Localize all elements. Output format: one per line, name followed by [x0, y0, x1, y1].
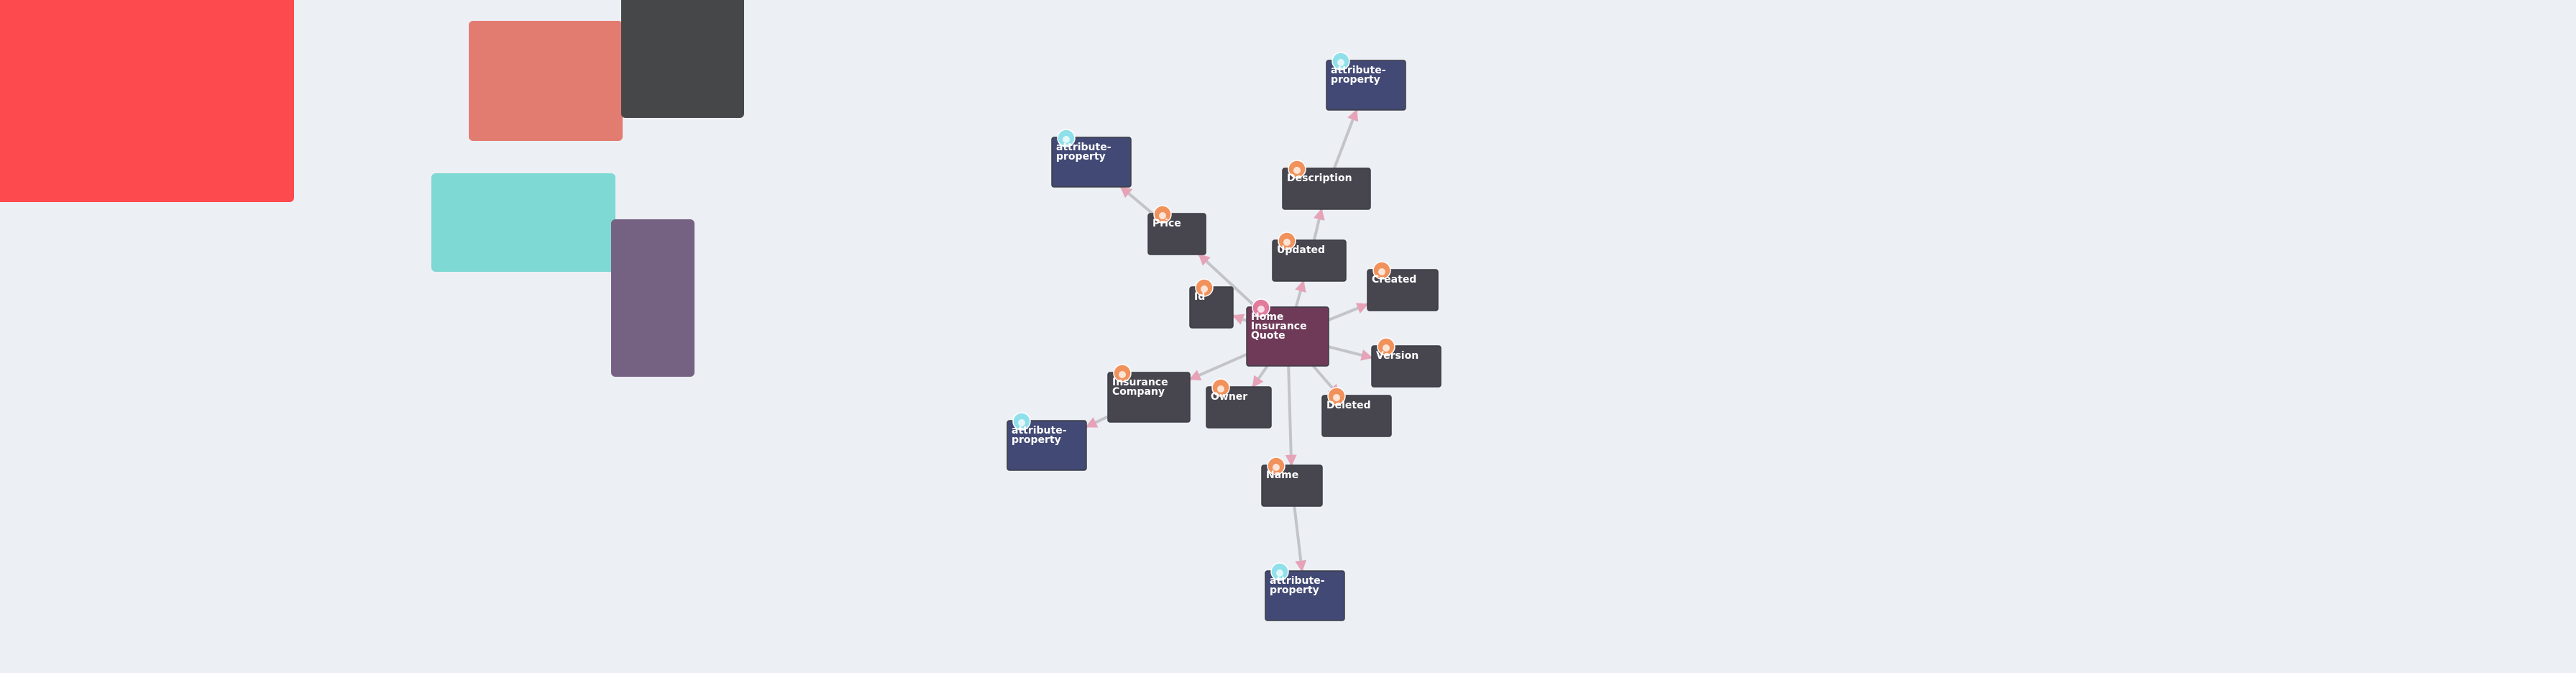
node-label-id: Id — [1194, 291, 1205, 303]
edge-entity-to-name — [1285, 365, 1297, 467]
field-icon — [1211, 378, 1230, 397]
edge-entity-to-insurance-company — [1188, 353, 1247, 381]
node-box-attr-description[interactable] — [1326, 60, 1406, 111]
node-label-updated: Updated — [1277, 244, 1325, 256]
field-icon — [1153, 205, 1172, 224]
edge-name-to-attr-name — [1293, 505, 1307, 572]
node-box-attr-insurance-company[interactable] — [1007, 420, 1087, 471]
node-box-version[interactable] — [1371, 345, 1441, 388]
edge-entity-to-id — [1232, 313, 1247, 325]
attribute-icon — [1270, 562, 1289, 581]
decorative-teal-panel — [431, 173, 615, 272]
node-label-created: Created — [1372, 274, 1416, 285]
node-attr-insurance-company[interactable]: attribute-property — [1007, 412, 1087, 471]
node-version[interactable]: Version — [1371, 337, 1441, 388]
node-updated[interactable]: Updated — [1272, 232, 1347, 282]
attribute-icon — [1012, 412, 1031, 431]
node-attr-description[interactable]: attribute-property — [1326, 52, 1406, 111]
edges-layer — [1085, 109, 1373, 572]
field-icon — [1267, 457, 1285, 475]
node-box-updated[interactable] — [1272, 239, 1347, 282]
node-label-insurance-company: Company — [1112, 386, 1165, 398]
edge-updated-to-description — [1312, 208, 1325, 241]
nodes-layer: HomeInsuranceQuoteIdPriceUpdatedDescript… — [1007, 52, 1441, 621]
attribute-icon — [1331, 52, 1350, 70]
node-label-entity: Quote — [1251, 330, 1285, 342]
decorative-gray-panel — [621, 0, 744, 118]
edge-insurance-company-to-attr-insurance-company — [1085, 415, 1109, 429]
node-box-name[interactable] — [1261, 464, 1323, 507]
edge-entity-to-price — [1198, 253, 1257, 308]
node-price[interactable]: Price — [1147, 205, 1206, 255]
node-box-description[interactable] — [1282, 168, 1371, 210]
edge-description-to-attr-description — [1333, 109, 1359, 169]
node-box-deleted[interactable] — [1321, 395, 1392, 437]
node-label-entity: Insurance — [1251, 321, 1307, 332]
attribute-icon — [1057, 129, 1076, 147]
edge-entity-to-created — [1328, 303, 1369, 321]
node-label-description: Description — [1287, 173, 1352, 184]
node-label-attr-description: attribute- — [1331, 65, 1386, 76]
node-label-attr-insurance-company: property — [1012, 434, 1061, 446]
field-icon — [1288, 160, 1306, 178]
node-attr-price[interactable]: attribute-property — [1051, 129, 1132, 188]
node-label-attr-price: attribute- — [1056, 142, 1111, 153]
node-label-attr-price: property — [1056, 151, 1106, 162]
field-icon — [1113, 364, 1132, 383]
node-label-attr-name: property — [1270, 585, 1319, 596]
decorative-purple-panel — [611, 219, 695, 377]
field-icon — [1377, 337, 1395, 356]
node-label-insurance-company: Insurance — [1112, 377, 1168, 388]
decorative-salmon-panel — [469, 21, 623, 141]
node-box-insurance-company[interactable] — [1107, 372, 1191, 423]
edge-price-to-attr-price — [1119, 186, 1154, 215]
node-label-deleted: Deleted — [1326, 400, 1371, 411]
node-label-entity: Home — [1251, 311, 1283, 323]
decorative-red-panel — [0, 0, 294, 202]
entity-icon — [1252, 298, 1270, 317]
node-box-created[interactable] — [1367, 269, 1439, 311]
node-box-attr-price[interactable] — [1051, 137, 1132, 188]
field-icon — [1372, 261, 1391, 280]
node-box-owner[interactable] — [1206, 386, 1272, 429]
node-label-name: Name — [1266, 470, 1298, 481]
node-box-price[interactable] — [1147, 213, 1206, 255]
node-name[interactable]: Name — [1261, 457, 1323, 507]
node-box-entity[interactable] — [1246, 306, 1329, 367]
node-label-owner: Owner — [1211, 391, 1247, 403]
node-deleted[interactable]: Deleted — [1321, 387, 1392, 437]
node-created[interactable]: Created — [1367, 261, 1439, 311]
field-icon — [1195, 278, 1214, 297]
node-box-attr-name[interactable] — [1265, 570, 1345, 621]
edge-entity-to-owner — [1252, 365, 1269, 388]
node-label-attr-insurance-company: attribute- — [1012, 425, 1067, 436]
field-icon — [1278, 232, 1296, 250]
node-label-price: Price — [1152, 218, 1181, 229]
node-attr-name[interactable]: attribute-property — [1265, 562, 1345, 621]
node-label-attr-description: property — [1331, 74, 1380, 86]
node-id[interactable]: Id — [1189, 278, 1234, 329]
edge-entity-to-version — [1328, 345, 1373, 361]
node-label-version: Version — [1376, 350, 1418, 362]
edge-entity-to-updated — [1294, 280, 1306, 308]
node-label-attr-name: attribute- — [1270, 575, 1325, 587]
node-description[interactable]: Description — [1282, 160, 1371, 210]
field-icon — [1327, 387, 1346, 406]
node-owner[interactable]: Owner — [1206, 378, 1272, 429]
